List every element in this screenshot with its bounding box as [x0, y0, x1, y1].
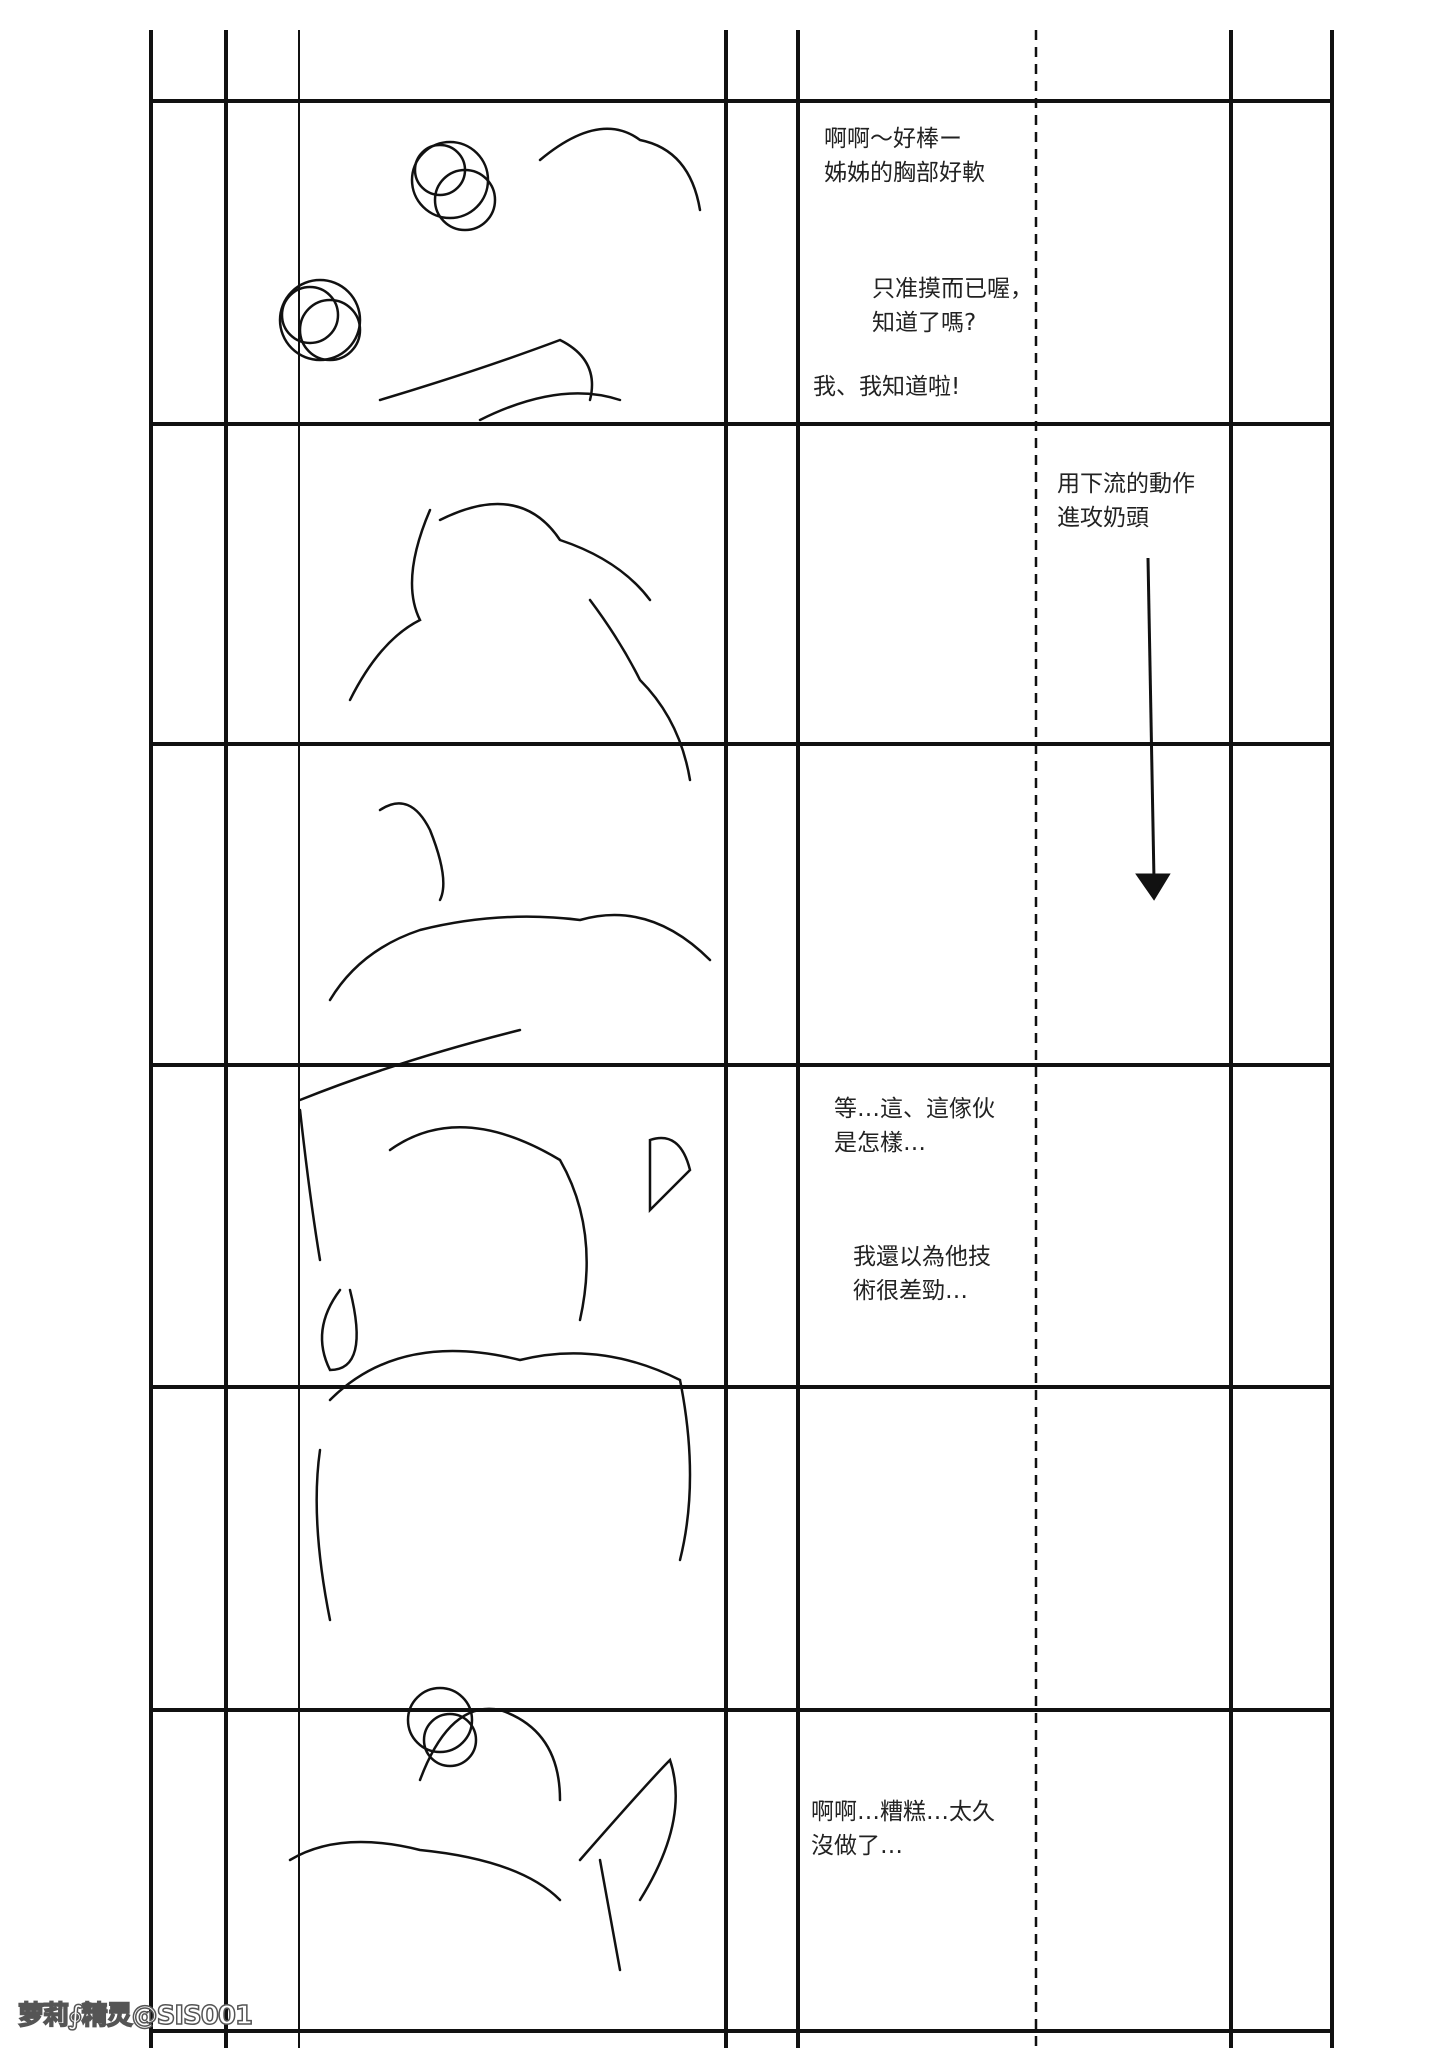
dialogue-panel1-a: 啊啊～好棒ー姊姊的胸部好軟 [824, 126, 985, 186]
rough-sketch-drawings [278, 127, 712, 1972]
arrow-down-icon [1135, 557, 1171, 901]
dialogue-panel1-c: 我、我知道啦! [813, 374, 961, 400]
dialogue-panel6: 啊啊…糟糕…太久沒做了… [811, 1799, 995, 1859]
dialogue-panel4-a: 等…這、這傢伙是怎樣… [834, 1096, 995, 1156]
watermark: 萝莉∮精灵@SIS001 [17, 2000, 254, 2032]
dialogue-panel4-b: 我還以為他技術很差勁… [853, 1244, 991, 1304]
dialogue-panel1-b: 只准摸而已喔，知道了嗎? [872, 276, 1033, 336]
direction-note: 用下流的動作進攻奶頭 [1057, 471, 1195, 531]
